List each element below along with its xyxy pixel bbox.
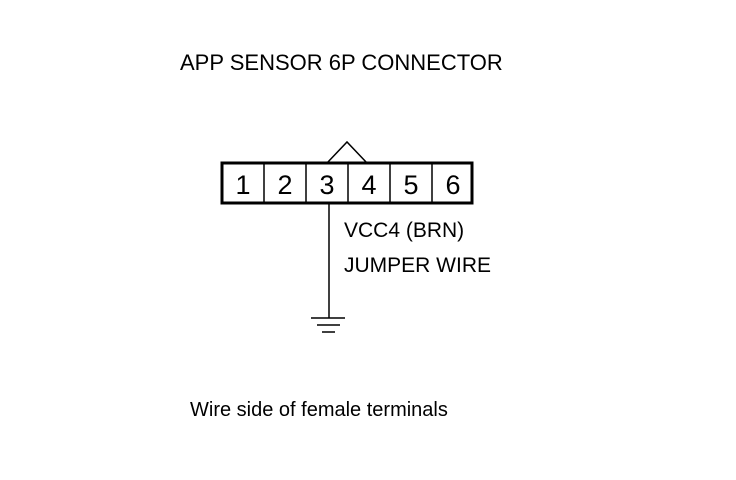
pin-label-2: 2 [277,170,292,200]
connector-housing [220,161,474,205]
pin-label-4: 4 [361,170,376,200]
diagram-caption: Wire side of female terminals [190,399,448,421]
pin-label-5: 5 [403,170,418,200]
pin-label-1: 1 [235,170,250,200]
pin-label-3: 3 [319,170,334,200]
connector-lock-tab [326,140,368,164]
pin-dividers [263,163,433,203]
ground-icon [311,317,345,333]
wire-label-vcc4: VCC4 (BRN) [344,219,465,242]
pin-label-6: 6 [445,170,460,200]
pin-labels: 1 2 3 4 5 6 [235,170,460,200]
wire-label-jumper: JUMPER WIRE [344,254,491,277]
diagram-title: APP SENSOR 6P CONNECTOR [180,50,503,75]
